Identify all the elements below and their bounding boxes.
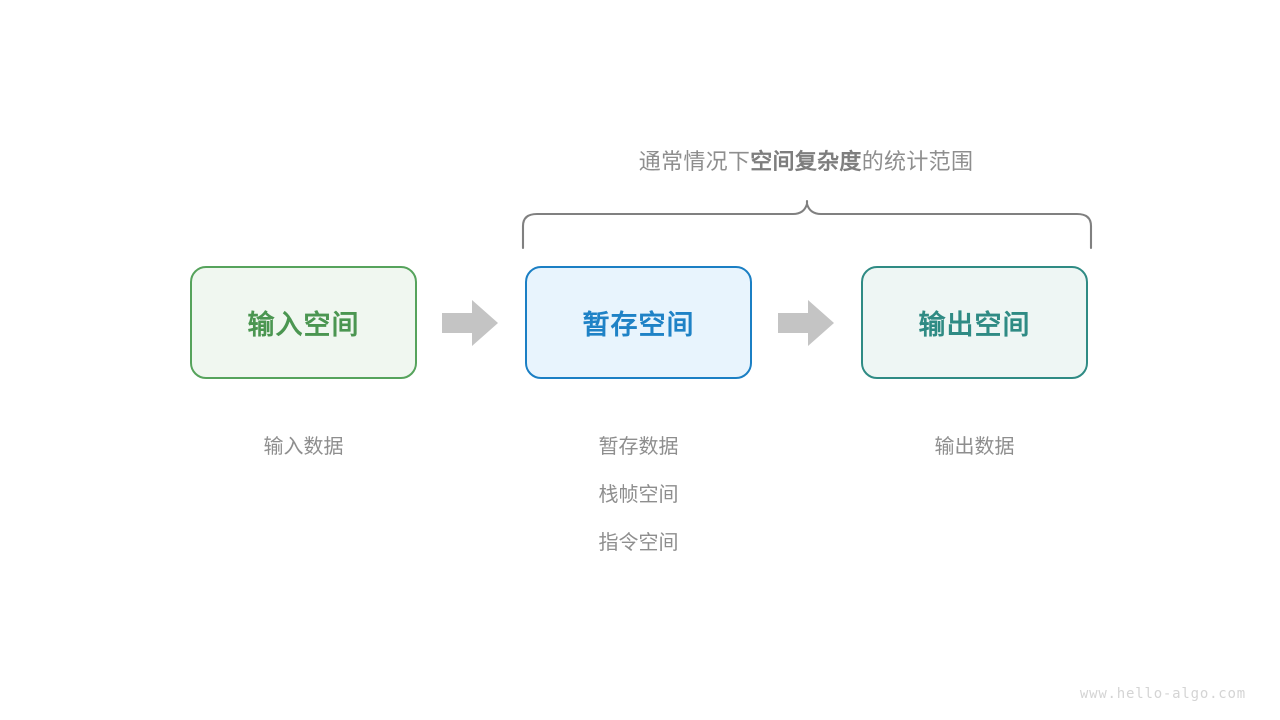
brace-caption-prefix: 通常情况下 bbox=[638, 149, 751, 174]
box-output-space: 输出空间 bbox=[861, 266, 1088, 379]
caption-item: 暂存数据 bbox=[598, 436, 679, 458]
curly-brace-icon bbox=[521, 199, 1093, 250]
caption-list-temp: 暂存数据 栈帧空间 指令空间 bbox=[525, 423, 752, 567]
caption-item: 输入数据 bbox=[263, 436, 344, 458]
box-temp-space: 暂存空间 bbox=[525, 266, 752, 379]
caption-item: 指令空间 bbox=[598, 532, 679, 554]
caption-list-input: 输入数据 bbox=[190, 423, 417, 471]
caption-list-output: 输出数据 bbox=[861, 423, 1088, 471]
box-temp-space-label: 暂存空间 bbox=[582, 310, 695, 340]
brace-caption-emphasis: 空间复杂度 bbox=[750, 149, 862, 174]
brace-caption-suffix: 的统计范围 bbox=[861, 149, 974, 174]
brace-caption: 通常情况下空间复杂度的统计范围 bbox=[506, 146, 1106, 178]
arrow-right-icon bbox=[778, 300, 834, 346]
box-input-space: 输入空间 bbox=[190, 266, 417, 379]
arrow-right-icon bbox=[442, 300, 498, 346]
box-output-space-label: 输出空间 bbox=[918, 310, 1031, 340]
box-input-space-label: 输入空间 bbox=[247, 310, 360, 340]
caption-item: 输出数据 bbox=[934, 436, 1015, 458]
caption-item: 栈帧空间 bbox=[598, 484, 679, 506]
watermark: www.hello-algo.com bbox=[1079, 686, 1246, 702]
